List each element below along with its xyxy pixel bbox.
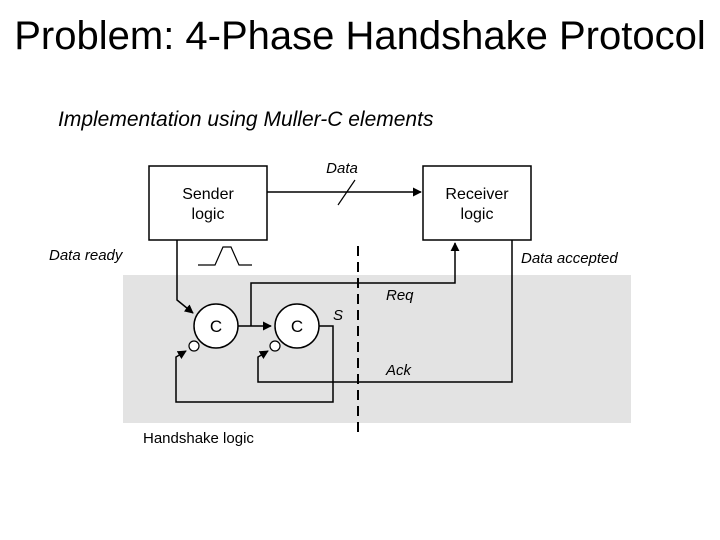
receiver-label-line1: Receiver <box>445 186 509 203</box>
sender-label-line1: Sender <box>182 186 234 203</box>
handshake-region <box>123 275 631 423</box>
c-element-1 <box>193 303 239 349</box>
slide-subtitle: Implementation using Muller-C elements <box>58 108 434 131</box>
c-element-1-label: C <box>210 317 222 336</box>
ack-label: Ack <box>385 362 413 379</box>
s-label: S <box>333 307 343 324</box>
data-label: Data <box>326 160 358 177</box>
req-wire <box>250 242 460 326</box>
ack-wire <box>257 240 513 383</box>
slide-title: Problem: 4-Phase Handshake Protocol <box>14 14 706 58</box>
data-ready-wire <box>176 240 194 314</box>
c1-inverter-bubble <box>188 340 200 352</box>
c2-inverter-bubble <box>269 340 281 352</box>
sender-logic-box <box>148 165 268 241</box>
req-label: Req <box>386 287 414 304</box>
receiver-label-line2: logic <box>461 206 494 223</box>
data-ready-label: Data ready <box>49 247 124 264</box>
c-element-2 <box>274 303 320 349</box>
c2-feedback-wire <box>175 325 334 403</box>
data-bus-slash <box>337 179 356 206</box>
handshake-logic-label: Handshake logic <box>143 430 254 447</box>
c-element-2-label: C <box>291 317 303 336</box>
sender-label-line2: logic <box>192 206 225 223</box>
data-accepted-label: Data accepted <box>521 250 618 267</box>
pulse-symbol <box>198 246 252 266</box>
receiver-logic-box <box>422 165 532 241</box>
